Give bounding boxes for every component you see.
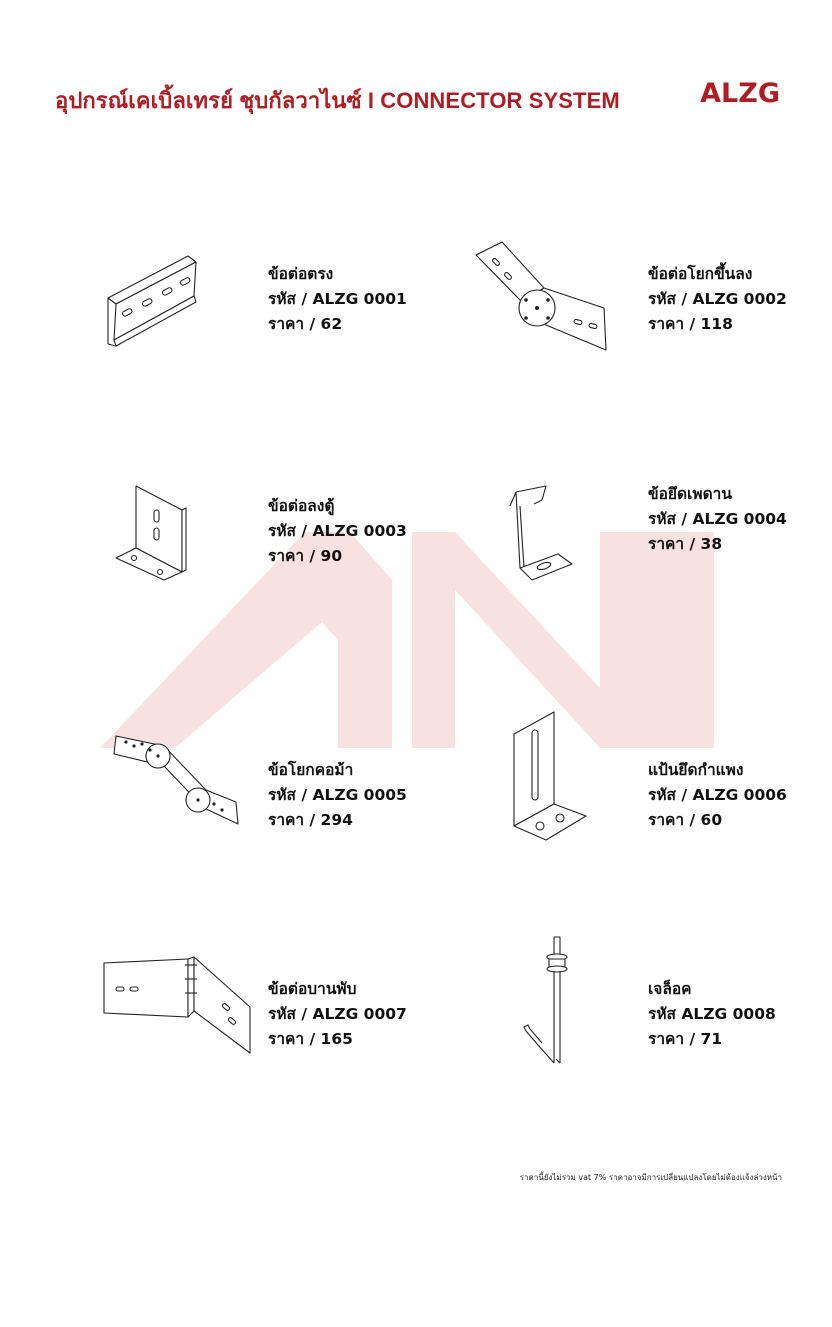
product-price: ราคา / 38: [648, 535, 723, 553]
brand-logo-text: ALZG: [700, 78, 780, 109]
hinge-connector-icon: [103, 956, 251, 1054]
product-code: รหัส / ALZG 0005: [268, 786, 407, 804]
product-code: รหัส ALZG 0008: [648, 1005, 776, 1023]
product-price: ราคา / 90: [268, 547, 343, 565]
j-hook-bolt-icon: [523, 936, 568, 1064]
product-price: ราคา / 294: [268, 811, 353, 829]
product-code: รหัส / ALZG 0004: [648, 510, 787, 528]
product-code: รหัส / ALZG 0006: [648, 786, 787, 804]
vertical-adjustable-connector-icon: [475, 241, 607, 351]
product-name: ข้อต่อตรง: [268, 265, 334, 283]
cabinet-drop-connector-icon: [115, 485, 187, 581]
product-code: รหัส / ALZG 0003: [268, 522, 407, 540]
wall-mount-bracket-icon: [513, 711, 587, 841]
product-name: ข้อโยกคอม้า: [268, 761, 354, 779]
product-name: เจล็อค: [648, 980, 692, 998]
product-name: ข้อต่อบานพับ: [268, 980, 357, 998]
offset-connector-icon: [113, 735, 239, 825]
page-header: อุปกรณ์เคเบิ้ลเทรย์ ชุบกัลวาไนซ์ I CONNE…: [55, 78, 795, 120]
page-title: อุปกรณ์เคเบิ้ลเทรย์ ชุบกัลวาไนซ์ I CONNE…: [55, 87, 620, 113]
ceiling-bracket-icon: [509, 485, 573, 581]
product-price: ราคา / 165: [268, 1030, 353, 1048]
product-price: ราคา / 71: [648, 1030, 723, 1048]
product-code: รหัส / ALZG 0007: [268, 1005, 407, 1023]
product-name: แป้นยึดกำแพง: [648, 761, 744, 779]
product-price: ราคา / 60: [648, 811, 723, 829]
product-code: รหัส / ALZG 0001: [268, 290, 407, 308]
product-price: ราคา / 62: [268, 315, 343, 333]
product-name: ข้อต่อโยกขึ้นลง: [648, 265, 753, 283]
straight-connector-icon: [107, 255, 197, 347]
product-code: รหัส / ALZG 0002: [648, 290, 787, 308]
footer-note: ราคานี้ยังไม่รวม vat 7% ราคาอาจมีการเปลี…: [519, 1173, 782, 1182]
product-name: ข้อยึดเพดาน: [648, 485, 732, 503]
product-price: ราคา / 118: [648, 315, 733, 333]
product-name: ข้อต่อลงตู้: [268, 497, 335, 515]
